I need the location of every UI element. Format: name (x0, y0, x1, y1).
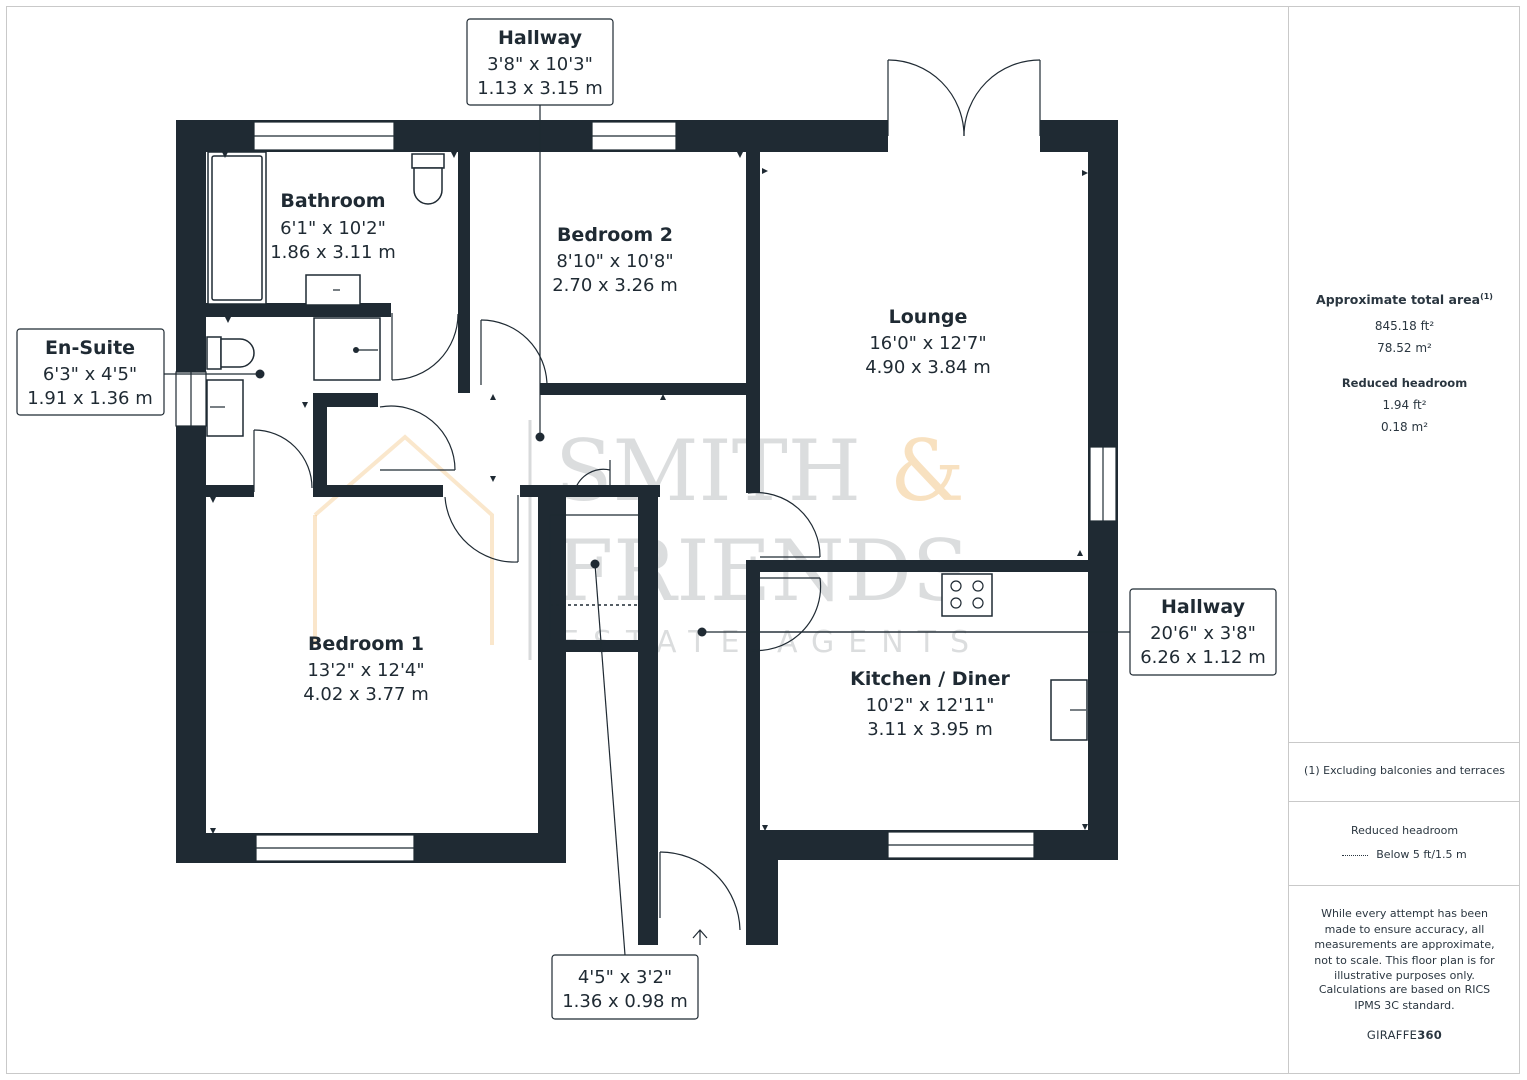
total-area-heading: Approximate total area(1) (1289, 292, 1520, 307)
label-hallway-right: Hallway 20'6" x 3'8" 6.26 x 1.12 m (1129, 588, 1277, 676)
dotted-line-icon (1342, 854, 1369, 856)
hallway-right-name: Hallway (1161, 596, 1246, 618)
lounge-metric: 4.90 x 3.84 m (865, 357, 991, 378)
legend-text: Below 5 ft/1.5 m (1376, 848, 1467, 861)
entrance-arrow-icon (692, 929, 708, 945)
total-area-sup: (1) (1480, 292, 1493, 301)
label-porch: 4'5" x 3'2" 1.36 x 0.98 m (551, 954, 699, 1020)
windows (175, 121, 1117, 862)
disclaimer: While every attempt has been made to ens… (1314, 907, 1495, 982)
panel-divider (1289, 885, 1520, 886)
shower-icon (313, 317, 381, 381)
bathroom-imperial: 6'1" x 10'2" (280, 218, 386, 239)
bedroom1-imperial: 13'2" x 12'4" (307, 660, 424, 681)
panel-divider (1289, 801, 1520, 802)
total-area-title: Approximate total area (1316, 292, 1481, 308)
leader-lines (164, 105, 1130, 956)
hallway-top-metric: 1.13 x 3.15 m (477, 78, 603, 99)
porch-imperial: 4'5" x 3'2" (578, 967, 672, 988)
reduced-headroom-ft: 1.94 ft² (1382, 398, 1427, 412)
fixtures (206, 151, 1088, 741)
walls (176, 120, 1118, 945)
kitchen-name: Kitchen / Diner (850, 668, 1010, 690)
watermark-amp: & (890, 422, 965, 520)
bathroom-name: Bathroom (280, 190, 385, 212)
watermark-line1: SMITH (555, 422, 861, 520)
ensuite-name: En-Suite (45, 337, 135, 359)
hallway-top-name: Hallway (498, 27, 583, 49)
porch-metric: 1.36 x 0.98 m (562, 991, 688, 1012)
ensuite-basin-icon (206, 379, 244, 437)
room-lounge: Lounge 16'0" x 12'7" 4.90 x 3.84 m (865, 306, 991, 378)
floor-plan: SMITH & FRIENDS ESTATE AGENTS (16, 18, 1277, 1020)
room-bedroom2: Bedroom 2 8'10" x 10'8" 2.70 x 3.26 m (552, 224, 678, 296)
footnote: (1) Excluding balconies and terraces (1304, 764, 1505, 777)
total-area-ft: 845.18 ft² (1374, 319, 1435, 333)
lounge-imperial: 16'0" x 12'7" (869, 333, 986, 354)
lounge-name: Lounge (889, 306, 968, 328)
measure-ticks (210, 152, 1088, 834)
ensuite-metric: 1.91 x 1.36 m (27, 388, 153, 409)
panel-divider (1289, 742, 1520, 743)
standard-note: Calculations are based on RICS IPMS 3C s… (1318, 983, 1491, 1012)
label-hallway-top: Hallway 3'8" x 10'3" 1.13 x 3.15 m (466, 18, 614, 106)
bedroom2-metric: 2.70 x 3.26 m (552, 275, 678, 296)
reduced-headroom-title: Reduced headroom (1341, 376, 1468, 390)
brand-b: 360 (1417, 1028, 1443, 1042)
room-bathroom: Bathroom 6'1" x 10'2" 1.86 x 3.11 m (270, 190, 396, 263)
label-ensuite: En-Suite 6'3" x 4'5" 1.91 x 1.36 m (16, 328, 165, 416)
bedroom2-name: Bedroom 2 (557, 224, 673, 246)
hallway-right-metric: 6.26 x 1.12 m (1140, 647, 1266, 668)
bathroom-metric: 1.86 x 3.11 m (270, 242, 396, 263)
hob-icon (941, 573, 993, 617)
bedroom1-metric: 4.02 x 3.77 m (303, 684, 429, 705)
ensuite-toilet-icon (206, 336, 222, 370)
room-kitchen: Kitchen / Diner 10'2" x 12'11" 3.11 x 3.… (850, 668, 1010, 740)
toilet-icon (411, 153, 445, 169)
bedroom1-name: Bedroom 1 (308, 633, 424, 655)
brand-a: GIRAFFE (1366, 1028, 1418, 1042)
hallway-top-imperial: 3'8" x 10'3" (487, 54, 593, 75)
bedroom2-imperial: 8'10" x 10'8" (556, 251, 673, 272)
room-bedroom1: Bedroom 1 13'2" x 12'4" 4.02 x 3.77 m (303, 633, 429, 705)
legend-row: Below 5 ft/1.5 m (1289, 848, 1520, 861)
info-panel: Approximate total area(1) 845.18 ft² 78.… (1288, 6, 1520, 1074)
kitchen-metric: 3.11 x 3.95 m (867, 719, 993, 740)
total-area-m: 78.52 m² (1377, 341, 1432, 355)
brand-mark: GIRAFFE360 (1289, 1028, 1520, 1042)
ensuite-imperial: 6'3" x 4'5" (43, 364, 137, 385)
page-frame (6, 6, 1520, 1074)
kitchen-imperial: 10'2" x 12'11" (866, 695, 995, 716)
hallway-right-imperial: 20'6" x 3'8" (1150, 623, 1256, 644)
legend-title: Reduced headroom (1350, 824, 1459, 837)
reduced-headroom-m: 0.18 m² (1380, 420, 1429, 434)
watermark-house-icon (313, 434, 494, 645)
